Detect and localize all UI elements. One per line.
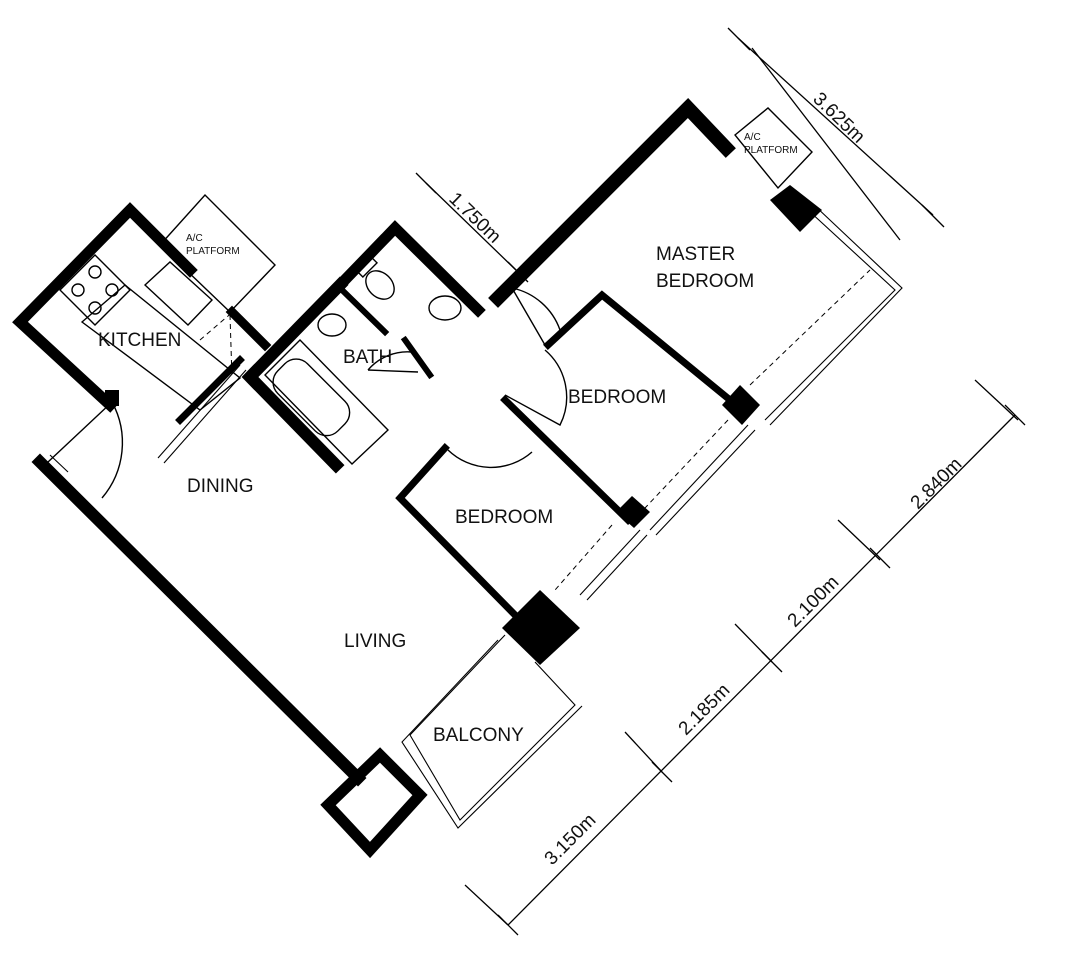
- column-living: [502, 590, 580, 665]
- burner-icon: [71, 283, 85, 297]
- kitchen-window-a: [157, 364, 241, 459]
- column-bedroom: [616, 496, 650, 528]
- dim-tick: [415, 172, 437, 194]
- kitchen-dash-v: [229, 314, 233, 379]
- kitchen-wall: [12, 202, 198, 413]
- toilet-tank-icon: [351, 251, 379, 279]
- dining-label: DINING: [187, 476, 254, 497]
- bedroom-upper-wall-top: [543, 290, 735, 405]
- ac-labels: A/C PLATFORM A/C PLATFORM: [186, 132, 798, 257]
- dim-line-side: [507, 414, 1016, 926]
- bed-window-a: [649, 424, 749, 531]
- dim-ext: [464, 884, 509, 926]
- dim-tick: [507, 261, 529, 283]
- bathtub-inner: [272, 358, 351, 437]
- master-window-dash: [749, 269, 871, 386]
- kitchen-ac-label-1: A/C: [186, 233, 203, 244]
- bath-label: BATH: [343, 347, 392, 368]
- dimension-lines: [415, 27, 1026, 936]
- dim-ext: [837, 519, 881, 561]
- bathtub: [264, 339, 389, 465]
- master-window-b: [769, 204, 903, 426]
- dim-ext: [624, 731, 663, 773]
- dim-line-bath: [425, 182, 519, 273]
- kitchen-right-wall: [225, 305, 272, 352]
- dim-tick: [869, 547, 891, 569]
- master-bedroom-label-1: MASTER: [656, 244, 735, 265]
- living-wall-left: [31, 453, 367, 787]
- dim-tick: [921, 204, 945, 228]
- burner-icon: [88, 265, 102, 279]
- bed2-window-b: [586, 534, 648, 601]
- master-window-a: [764, 209, 896, 421]
- balcony-outline-a: [409, 634, 576, 821]
- basin-icon: [428, 295, 462, 321]
- balcony-outline-b: [401, 639, 583, 829]
- bedroom-upper-door: [504, 349, 568, 426]
- burner-icon: [88, 301, 102, 315]
- master-door: [511, 287, 561, 346]
- master-ac-label-1: A/C: [744, 132, 761, 143]
- column-ac: [770, 185, 822, 232]
- basin-icon: [317, 313, 347, 337]
- bath-inner-wall: [285, 283, 390, 340]
- dim-line-master: [737, 37, 934, 216]
- bed-window-b: [655, 429, 756, 536]
- kitchen-counter: [80, 284, 242, 411]
- fixtures: [59, 251, 462, 465]
- dim-tick: [1004, 404, 1026, 426]
- bedroom-upper-wall-left: [500, 395, 633, 525]
- kitchen-sink: [143, 261, 214, 326]
- room-labels: KITCHEN BATH MASTER BEDROOM BEDROOM BEDR…: [98, 244, 754, 746]
- master-bedroom-label-2: BEDROOM: [656, 271, 754, 292]
- master-wall-top: [488, 97, 736, 308]
- windows: [49, 204, 903, 829]
- bed2-window-a: [579, 529, 641, 596]
- column-kitchen: [105, 390, 119, 406]
- bedroom-lower-wall: [395, 443, 523, 623]
- toilet-icon: [365, 270, 395, 300]
- bath-partition: [400, 335, 435, 380]
- bed2-window-dash: [554, 524, 613, 591]
- walls: [12, 97, 736, 859]
- kitchen-dash: [199, 309, 236, 341]
- dim-ext: [751, 47, 901, 241]
- kitchen-ac-platform: [159, 193, 276, 313]
- master-ac-label-2: PLATFORM: [744, 145, 798, 156]
- bath-wall-top: [332, 220, 486, 318]
- bedroom-lower-label: BEDROOM: [455, 507, 553, 528]
- bedroom-lower-door: [447, 449, 533, 469]
- store-wall: [320, 747, 428, 859]
- living-label: LIVING: [344, 631, 406, 652]
- columns: [105, 185, 822, 665]
- bed-window-dash: [644, 419, 729, 509]
- stove: [59, 254, 131, 326]
- entrance-door: [47, 401, 124, 499]
- master-ac-platform: [734, 107, 813, 190]
- bath-door: [367, 351, 419, 373]
- bedroom-upper-label: BEDROOM: [568, 387, 666, 408]
- kitchen-window-b: [163, 369, 247, 464]
- kitchen-label: KITCHEN: [98, 330, 181, 351]
- dim-ext: [734, 623, 773, 663]
- dim-ext: [974, 379, 1019, 421]
- dim-tick: [727, 27, 751, 51]
- balcony-label: BALCONY: [433, 725, 524, 746]
- doors: [47, 287, 568, 499]
- ac-platforms: [159, 107, 813, 313]
- kitchen-ac-label-2: PLATFORM: [186, 246, 240, 257]
- column-master: [722, 385, 760, 425]
